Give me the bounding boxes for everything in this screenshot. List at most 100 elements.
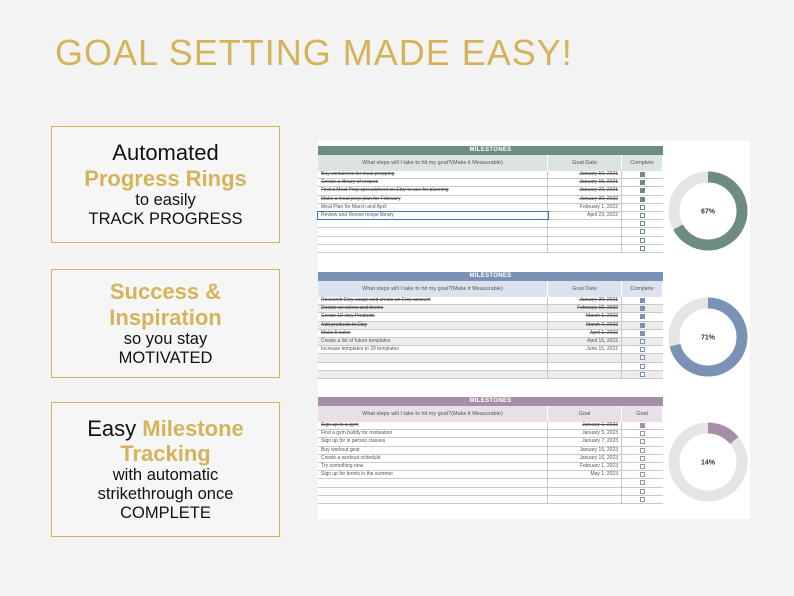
complete-cell[interactable] — [622, 305, 663, 312]
checkbox[interactable] — [640, 221, 645, 227]
complete-cell[interactable] — [622, 422, 663, 429]
milestone-cell[interactable] — [318, 370, 548, 378]
milestone-cell[interactable]: Create 10 etsy Products — [318, 313, 548, 321]
complete-cell[interactable] — [622, 313, 663, 320]
complete-cell[interactable] — [622, 363, 663, 370]
milestone-cell[interactable]: Sign up for in person classes — [318, 438, 548, 446]
complete-cell[interactable] — [622, 171, 663, 178]
goal-date-cell[interactable]: April 23, 2022 — [548, 211, 622, 220]
goal-date-cell[interactable]: January 30, 2022 — [548, 195, 622, 203]
milestone-cell[interactable]: Create a workout schedule — [318, 454, 548, 462]
checkbox[interactable] — [640, 371, 645, 377]
table-row[interactable] — [318, 220, 663, 229]
checkbox[interactable] — [640, 180, 645, 186]
milestone-cell[interactable]: Find a gym buddy for motivation — [318, 430, 548, 438]
goal-date-cell[interactable] — [548, 487, 622, 495]
milestone-cell[interactable]: Meal Plan for March and April — [318, 203, 548, 211]
complete-cell[interactable] — [622, 204, 663, 211]
checkbox[interactable] — [640, 172, 645, 178]
milestone-cell[interactable] — [318, 236, 548, 244]
milestone-cell[interactable] — [318, 479, 548, 487]
goal-date-cell[interactable] — [548, 479, 622, 487]
goal-date-cell[interactable]: January 1, 2023 — [548, 422, 622, 430]
table-row[interactable] — [318, 354, 663, 363]
checkbox[interactable] — [640, 339, 645, 345]
checkbox[interactable] — [640, 229, 645, 235]
checkbox[interactable] — [640, 188, 645, 194]
complete-cell[interactable] — [622, 346, 663, 353]
complete-cell[interactable] — [622, 237, 663, 244]
checkbox[interactable] — [640, 237, 645, 243]
milestone-cell[interactable]: Create a library of recipes — [318, 179, 548, 187]
goal-date-cell[interactable]: June 15, 2022 — [548, 346, 622, 354]
table-row[interactable]: Research Etsy usage and create an Etsy a… — [318, 297, 663, 306]
goal-date-cell[interactable]: March 7, 2022 — [548, 321, 622, 329]
table-row[interactable] — [318, 228, 663, 237]
milestone-cell[interactable] — [318, 362, 548, 370]
table-row[interactable] — [318, 370, 663, 379]
complete-cell[interactable] — [622, 371, 663, 378]
milestone-cell[interactable]: Find a Meal Prep spreadsheet on Etsy to … — [318, 187, 548, 195]
goal-date-cell[interactable]: April 1, 2022 — [548, 329, 622, 337]
goal-date-cell[interactable] — [548, 370, 622, 378]
complete-cell[interactable] — [622, 496, 663, 503]
goal-date-cell[interactable]: February 1, 2022 — [548, 203, 622, 211]
milestone-cell[interactable]: Review and Revise recipe library — [317, 210, 549, 221]
complete-cell[interactable] — [622, 228, 663, 235]
milestone-cell[interactable] — [318, 244, 548, 252]
table-row[interactable] — [318, 236, 663, 245]
checkbox[interactable] — [640, 196, 645, 202]
checkbox[interactable] — [640, 472, 645, 478]
complete-cell[interactable] — [622, 245, 663, 252]
checkbox[interactable] — [640, 439, 645, 445]
complete-cell[interactable] — [622, 488, 663, 495]
table-row[interactable] — [318, 362, 663, 371]
goal-date-cell[interactable]: January 16, 2023 — [548, 454, 622, 462]
complete-cell[interactable] — [622, 471, 663, 478]
checkbox[interactable] — [640, 447, 645, 453]
checkbox[interactable] — [640, 298, 645, 304]
checkbox[interactable] — [640, 423, 645, 429]
table-row[interactable] — [318, 479, 663, 488]
complete-cell[interactable] — [622, 447, 663, 454]
milestone-cell[interactable]: Sign up to a gym — [318, 422, 548, 430]
table-row[interactable] — [318, 495, 663, 504]
table-row[interactable]: Find a Meal Prep spreadsheet on Etsy to … — [318, 187, 663, 196]
checkbox[interactable] — [640, 330, 645, 336]
complete-cell[interactable] — [622, 330, 663, 337]
complete-cell[interactable] — [622, 212, 663, 219]
milestone-cell[interactable]: Decide on colors and theme — [318, 305, 548, 313]
complete-cell[interactable] — [622, 430, 663, 437]
milestone-cell[interactable] — [318, 487, 548, 495]
goal-date-cell[interactable]: January 10, 2021 — [548, 171, 622, 179]
complete-cell[interactable] — [622, 297, 663, 304]
checkbox[interactable] — [640, 322, 645, 328]
goal-date-cell[interactable] — [548, 236, 622, 244]
checkbox[interactable] — [640, 455, 645, 461]
milestone-cell[interactable]: Increase templates to 20 templates — [318, 346, 548, 354]
milestone-cell[interactable]: Try something new — [318, 462, 548, 471]
milestone-cell[interactable]: Make 5 sales — [318, 329, 548, 337]
table-row[interactable] — [318, 244, 663, 253]
complete-cell[interactable] — [622, 479, 663, 486]
complete-cell[interactable] — [622, 187, 663, 194]
goal-date-cell[interactable] — [548, 220, 622, 228]
milestone-cell[interactable] — [318, 228, 548, 236]
checkbox[interactable] — [640, 347, 645, 353]
goal-date-cell[interactable]: January 7, 2023 — [548, 438, 622, 446]
milestone-cell[interactable]: Make a meal prep plan for February — [318, 195, 548, 203]
checkbox[interactable] — [640, 363, 645, 369]
checkbox[interactable] — [640, 213, 645, 219]
